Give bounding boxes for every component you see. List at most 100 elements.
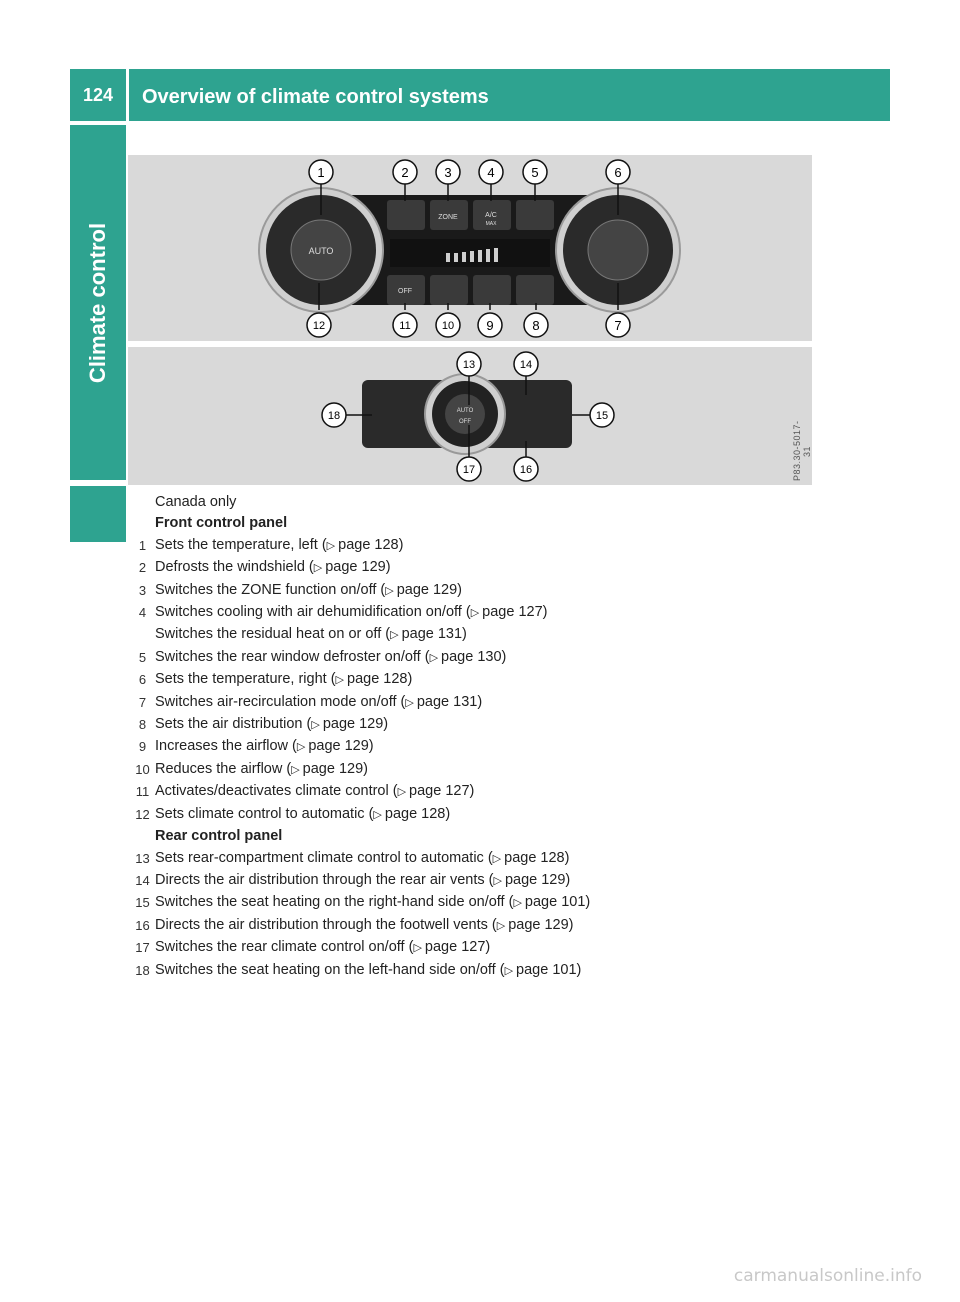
btn-fan-down: [430, 275, 468, 305]
legend-item-description: Switches air-recirculation mode on/off (: [155, 693, 406, 710]
legend-item-number: 9: [138, 739, 147, 755]
callout-7: 7: [605, 312, 631, 338]
svg-text:17: 17: [463, 464, 475, 476]
label-ac: A/C: [485, 212, 497, 219]
legend-item-text: Switches the seat heating on the right-h…: [155, 892, 830, 914]
legend-item-description: Directs the air distribution through the…: [155, 871, 494, 888]
figure-drawing: AUTO ZONE A/C MAX OFF AUTO OFF 1 2 3 4 5…: [258, 159, 681, 482]
legend-item-description: Sets the air distribution (: [155, 716, 312, 733]
page-reference-arrow-icon: ▷: [385, 584, 394, 597]
page-reference[interactable]: page 129): [322, 716, 389, 733]
callout-8: 8: [523, 312, 549, 338]
legend-item-number: 12: [135, 806, 150, 822]
legend-item-description: Switches the rear climate control on/off…: [155, 939, 414, 956]
callout-6: 6: [605, 159, 631, 185]
label-ac-sub: MAX: [486, 221, 498, 227]
legend-item-description: Switches the seat heating on the right-h…: [155, 894, 514, 911]
callout-17: 17: [456, 456, 482, 482]
rear-leader-lines: [346, 375, 590, 457]
svg-text:11: 11: [399, 320, 410, 332]
page-reference[interactable]: page 101): [524, 894, 591, 911]
label-zone: ZONE: [438, 214, 458, 221]
rear-knob-center: [445, 394, 485, 434]
watermark: carmanualsonline.info: [733, 1266, 922, 1286]
page-reference[interactable]: page 128): [504, 849, 570, 866]
rear-heading-line: Rear control panel: [130, 826, 830, 847]
front-heading-line: Front control panel: [130, 513, 830, 534]
callout-18: 18: [321, 402, 347, 428]
legend-item-description: Sets the temperature, right (: [155, 671, 336, 688]
page-reference[interactable]: page 127): [482, 604, 548, 621]
page-reference[interactable]: page 129): [325, 559, 391, 576]
legend-item-number: 5: [138, 649, 147, 665]
legend-item-description: Activates/deactivates climate control (: [155, 783, 398, 800]
btn-zone: [430, 200, 468, 230]
page-reference-arrow-icon: ▷: [496, 919, 506, 932]
legend-item-number: 18: [135, 962, 150, 978]
page-reference[interactable]: page 129): [508, 916, 574, 933]
legend-item-text: Switches the seat heating on the left-ha…: [155, 960, 830, 982]
legend-item-number: 3: [138, 582, 147, 598]
page-reference-arrow-icon: ▷: [291, 763, 300, 776]
page-reference-arrow-icon: ▷: [311, 719, 320, 732]
svg-text:12: 12: [313, 320, 325, 332]
intro-line: Canada only: [130, 492, 830, 513]
legend-item-text: Sets the air distribution (▷page 129): [155, 714, 830, 736]
callout-10: 10: [435, 312, 461, 338]
figure-reference-code: P83.30-5017-31: [792, 420, 812, 482]
page-reference[interactable]: page 101): [516, 961, 582, 978]
svg-text:18: 18: [328, 410, 340, 422]
svg-text:8: 8: [532, 318, 539, 333]
legend-item-description: Directs the air distribution through the…: [155, 916, 497, 933]
legend-item-description: Sets the temperature, left (: [155, 536, 327, 553]
btn-fan-up: [473, 275, 511, 305]
page-reference-arrow-icon: ▷: [313, 562, 323, 575]
legend-item-text: Directs the air distribution through the…: [155, 870, 830, 892]
legend-item-text: Switches cooling with air dehumidificati…: [155, 602, 830, 624]
page-reference[interactable]: page 131): [416, 693, 483, 710]
page-reference[interactable]: page 129): [504, 871, 571, 888]
legend-item-number: 10: [135, 761, 150, 777]
page-reference[interactable]: page 129): [396, 581, 463, 598]
page-reference[interactable]: page 130): [441, 648, 507, 665]
svg-text:13: 13: [463, 359, 475, 371]
page-reference-arrow-icon: ▷: [390, 629, 399, 642]
legend-item-text: Activates/deactivates climate control (▷…: [155, 781, 830, 803]
legend-item-description: Switches the ZONE function on/off (: [155, 581, 386, 598]
page-reference-arrow-icon: ▷: [335, 674, 344, 687]
page-reference-arrow-icon: ▷: [429, 651, 439, 664]
page-reference[interactable]: page 128): [338, 536, 404, 553]
front-panel-heading: Front control panel: [155, 515, 288, 532]
page-reference[interactable]: page 127): [409, 783, 475, 800]
label-off: OFF: [398, 288, 412, 295]
legend-item-number: 7: [138, 694, 147, 710]
section-tab-marker: [70, 486, 126, 542]
page-reference[interactable]: page 128): [347, 671, 413, 688]
callout-2: 2: [392, 159, 418, 185]
legend-item-text: Sets climate control to automatic (▷page…: [155, 804, 830, 826]
page-reference[interactable]: page 131): [401, 626, 467, 643]
legend-item-text: Sets the temperature, right (▷page 128): [155, 669, 830, 691]
page-reference[interactable]: page 127): [424, 939, 491, 956]
legend-item: 3 Switches the ZONE function on/off (▷pag…: [130, 580, 830, 602]
page-reference-arrow-icon: ▷: [504, 964, 514, 977]
label-auto: AUTO: [309, 246, 334, 256]
legend-item-number: 8: [138, 717, 147, 733]
callout-16: 16: [513, 456, 539, 482]
page-reference-arrow-icon: ▷: [513, 897, 522, 910]
page-reference[interactable]: page 129): [308, 738, 374, 755]
callout-4: 4: [478, 159, 504, 185]
legend-item-description: Switches the rear window defroster on/of…: [155, 648, 430, 665]
legend-item: 5 Switches the rear window defroster on/o…: [130, 647, 830, 669]
btn-rear-defrost: [516, 200, 554, 230]
page-reference[interactable]: page 128): [384, 805, 451, 822]
page-reference[interactable]: page 129): [302, 760, 368, 777]
